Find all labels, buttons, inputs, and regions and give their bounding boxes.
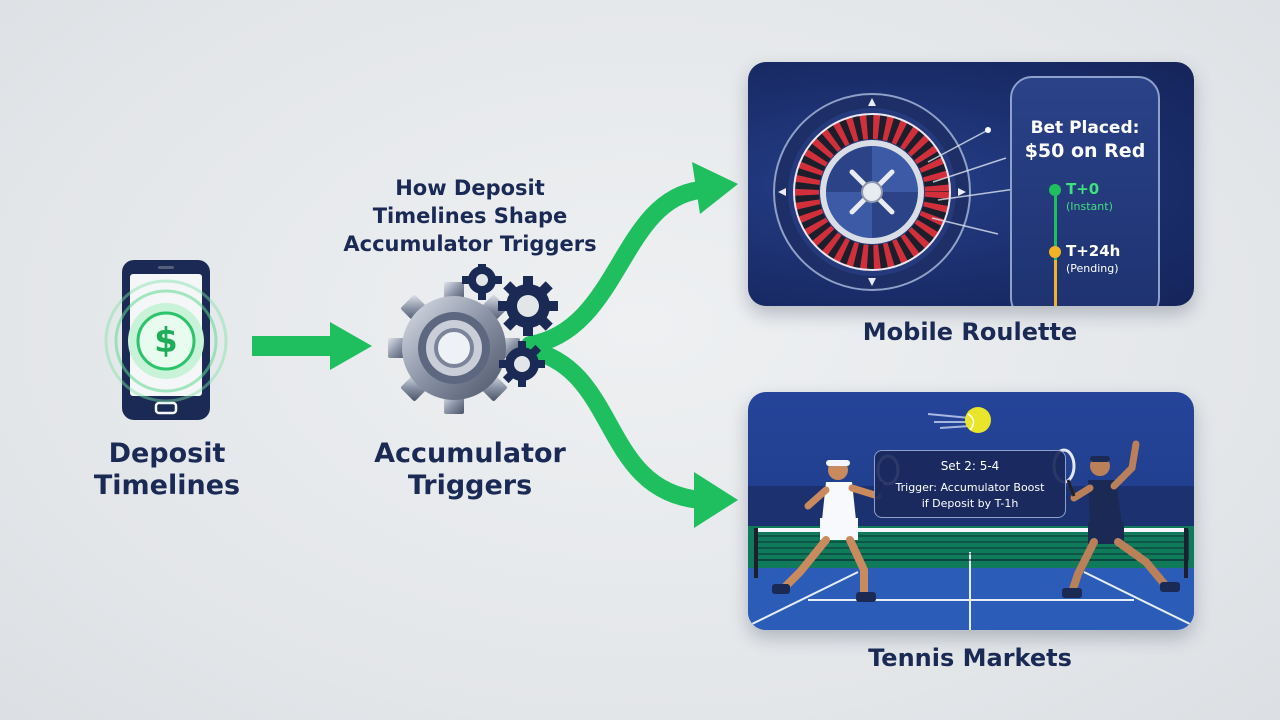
timeline-label-t24: T+24h [1066, 242, 1121, 260]
trigger-overlay: Set 2: 5-4 Trigger: Accumulator Boost if… [874, 450, 1066, 518]
arrow-deposit-to-gears [252, 322, 372, 370]
dollar-symbol: $ [154, 321, 178, 361]
arrow-gears-to-tennis [521, 341, 738, 528]
deposit-label-line1: Deposit [108, 438, 226, 469]
diagram-title: How Deposit Timelines Shape Accumulator … [330, 174, 610, 258]
tennis-card: Set 2: 5-4 Trigger: Accumulator Boost if… [748, 392, 1194, 630]
tennis-caption: Tennis Markets [868, 644, 1072, 672]
title-line1: How Deposit [395, 176, 545, 200]
deposit-label: Deposit Timelines [70, 438, 264, 502]
title-line3: Accumulator Triggers [343, 232, 597, 256]
timeline-line-amber [1054, 260, 1057, 306]
deposit-label-line2: Timelines [93, 470, 241, 501]
tennis-ball-icon [927, 407, 991, 433]
timeline-dot-pending [1049, 246, 1061, 258]
roulette-caption: Mobile Roulette [862, 318, 1078, 346]
accumulator-label-line1: Accumulator [374, 438, 566, 469]
timeline-line-green [1054, 190, 1057, 260]
score-text: Set 2: 5-4 [940, 459, 1000, 473]
bet-amount: $50 on Red [1024, 140, 1146, 162]
accumulator-label: Accumulator Triggers [360, 438, 580, 502]
roulette-card: Bet Placed: $50 on Red T+0 (Instant) T+2… [748, 62, 1194, 306]
accumulator-label-line2: Triggers [407, 470, 533, 501]
title-line2: Timelines Shape [372, 204, 568, 228]
dollar-icon [104, 279, 228, 403]
timeline-sub-pending: (Pending) [1066, 262, 1119, 275]
player-right [1052, 440, 1180, 598]
gears-icon [388, 264, 558, 414]
timeline-label-t0: T+0 [1066, 180, 1100, 198]
roulette-wheel-icon [773, 93, 971, 291]
player-left [772, 454, 900, 602]
arrow-gears-to-roulette [521, 162, 738, 354]
timeline-sub-instant: (Instant) [1066, 200, 1113, 213]
timeline-dot-instant [1049, 184, 1061, 196]
trigger-line2: if Deposit by T-1h [921, 497, 1019, 510]
trigger-line1: Trigger: Accumulator Boost [895, 481, 1045, 494]
bet-phone-panel: Bet Placed: $50 on Red T+0 (Instant) T+2… [1010, 76, 1160, 306]
bet-placed-label: Bet Placed: [1030, 118, 1140, 138]
